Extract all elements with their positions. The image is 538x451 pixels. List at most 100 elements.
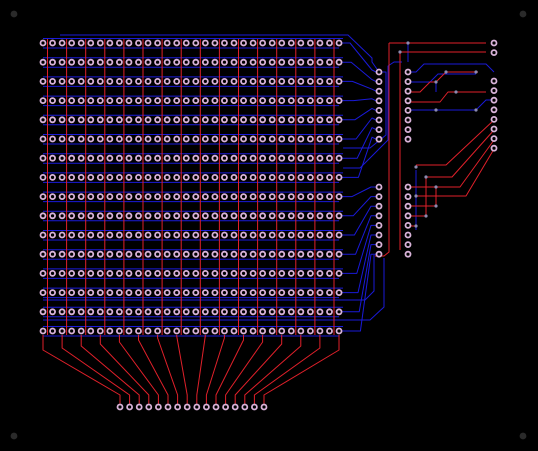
led-pad [268,193,276,201]
led-pad [221,58,228,66]
header-route-trace [341,196,376,217]
led-pad [287,327,295,335]
pad-hole [327,79,332,83]
led-pad [287,212,295,220]
led-pad [163,58,171,66]
led-pad [335,97,343,104]
led-pad [96,308,104,316]
led-pad [278,327,286,335]
pad-hole [327,118,332,122]
led-pad [230,231,238,239]
pad-hole [318,99,322,103]
pad-hole [117,252,121,256]
led-pad [297,116,305,124]
pad-hole [308,41,312,45]
pad-hole [50,252,55,256]
led-pad [230,327,238,335]
connector-fan-trace [42,335,121,404]
led-pad [154,135,162,143]
led-pad [278,174,286,181]
led-pad [211,270,219,277]
connector-fan-trace [253,335,321,404]
header-route-trace [343,71,387,149]
led-pad [163,174,171,181]
pad-hole [175,137,179,141]
led-pad [307,58,314,66]
pad-hole [337,156,341,160]
led-pad [144,289,152,296]
pad-hole [98,156,102,160]
pad-hole [241,175,246,179]
pad-hole [318,79,322,83]
led-pad [96,135,104,143]
pad-hole [165,329,169,333]
pad-hole [41,233,45,237]
led-pad [163,327,171,335]
pad-hole [194,195,198,199]
led-pad [106,212,114,220]
led-pad [68,270,76,277]
led-pad [39,39,47,47]
led-pad [173,39,181,47]
pad-hole [299,214,303,218]
led-pad [39,327,47,335]
pad-hole [213,252,217,256]
led-pad [259,58,267,66]
pad-hole [289,41,293,45]
pad-hole [289,99,293,103]
pad-hole [203,175,207,179]
led-pad [326,212,333,220]
led-pad [163,250,171,258]
pad-hole [270,41,274,45]
led-pad [116,116,123,124]
led-pad [125,231,133,239]
led-pad [307,250,314,258]
led-pad [106,231,114,239]
pad-hole [136,175,141,179]
led-pad [39,270,47,277]
led-pad [335,250,343,258]
led-pad [211,308,219,316]
output-header-pad [490,135,498,143]
pad-hole [214,405,218,409]
connector-fan-trace [196,335,206,404]
pad-hole [327,214,332,218]
pad-hole [213,329,217,333]
led-pad [116,289,123,296]
led-pad [96,78,104,85]
led-pad [116,270,123,277]
led-pad [96,212,104,220]
pad-hole [50,291,55,295]
pad-hole [318,310,322,314]
bottom-copper-layer [43,34,495,337]
header-route-trace [341,253,376,332]
pad-hole [146,329,150,333]
pad-hole [270,233,274,237]
pad-hole [175,252,179,256]
pad-hole [327,271,332,275]
pad-hole [136,214,141,218]
pad-hole [203,329,207,333]
pad-hole [175,195,179,199]
pad-hole [98,41,102,45]
output-header-pad [490,144,498,152]
led-pad [249,270,257,277]
pad-hole [165,156,169,160]
pad-hole [156,233,160,237]
led-pad [268,135,276,143]
pad-hole [327,233,332,237]
led-pad [96,174,104,181]
led-pad [259,39,267,47]
pad-hole [337,118,341,122]
pad-hole [232,118,236,122]
led-pad [268,39,276,47]
led-pad [77,289,85,296]
ic-route-trace [408,99,494,111]
pad-hole [261,41,265,45]
pad-hole [203,233,207,237]
pad-hole [41,175,45,179]
pad-hole [241,310,246,314]
led-pad [240,78,247,85]
led-pad [287,193,295,201]
pad-hole [241,233,246,237]
